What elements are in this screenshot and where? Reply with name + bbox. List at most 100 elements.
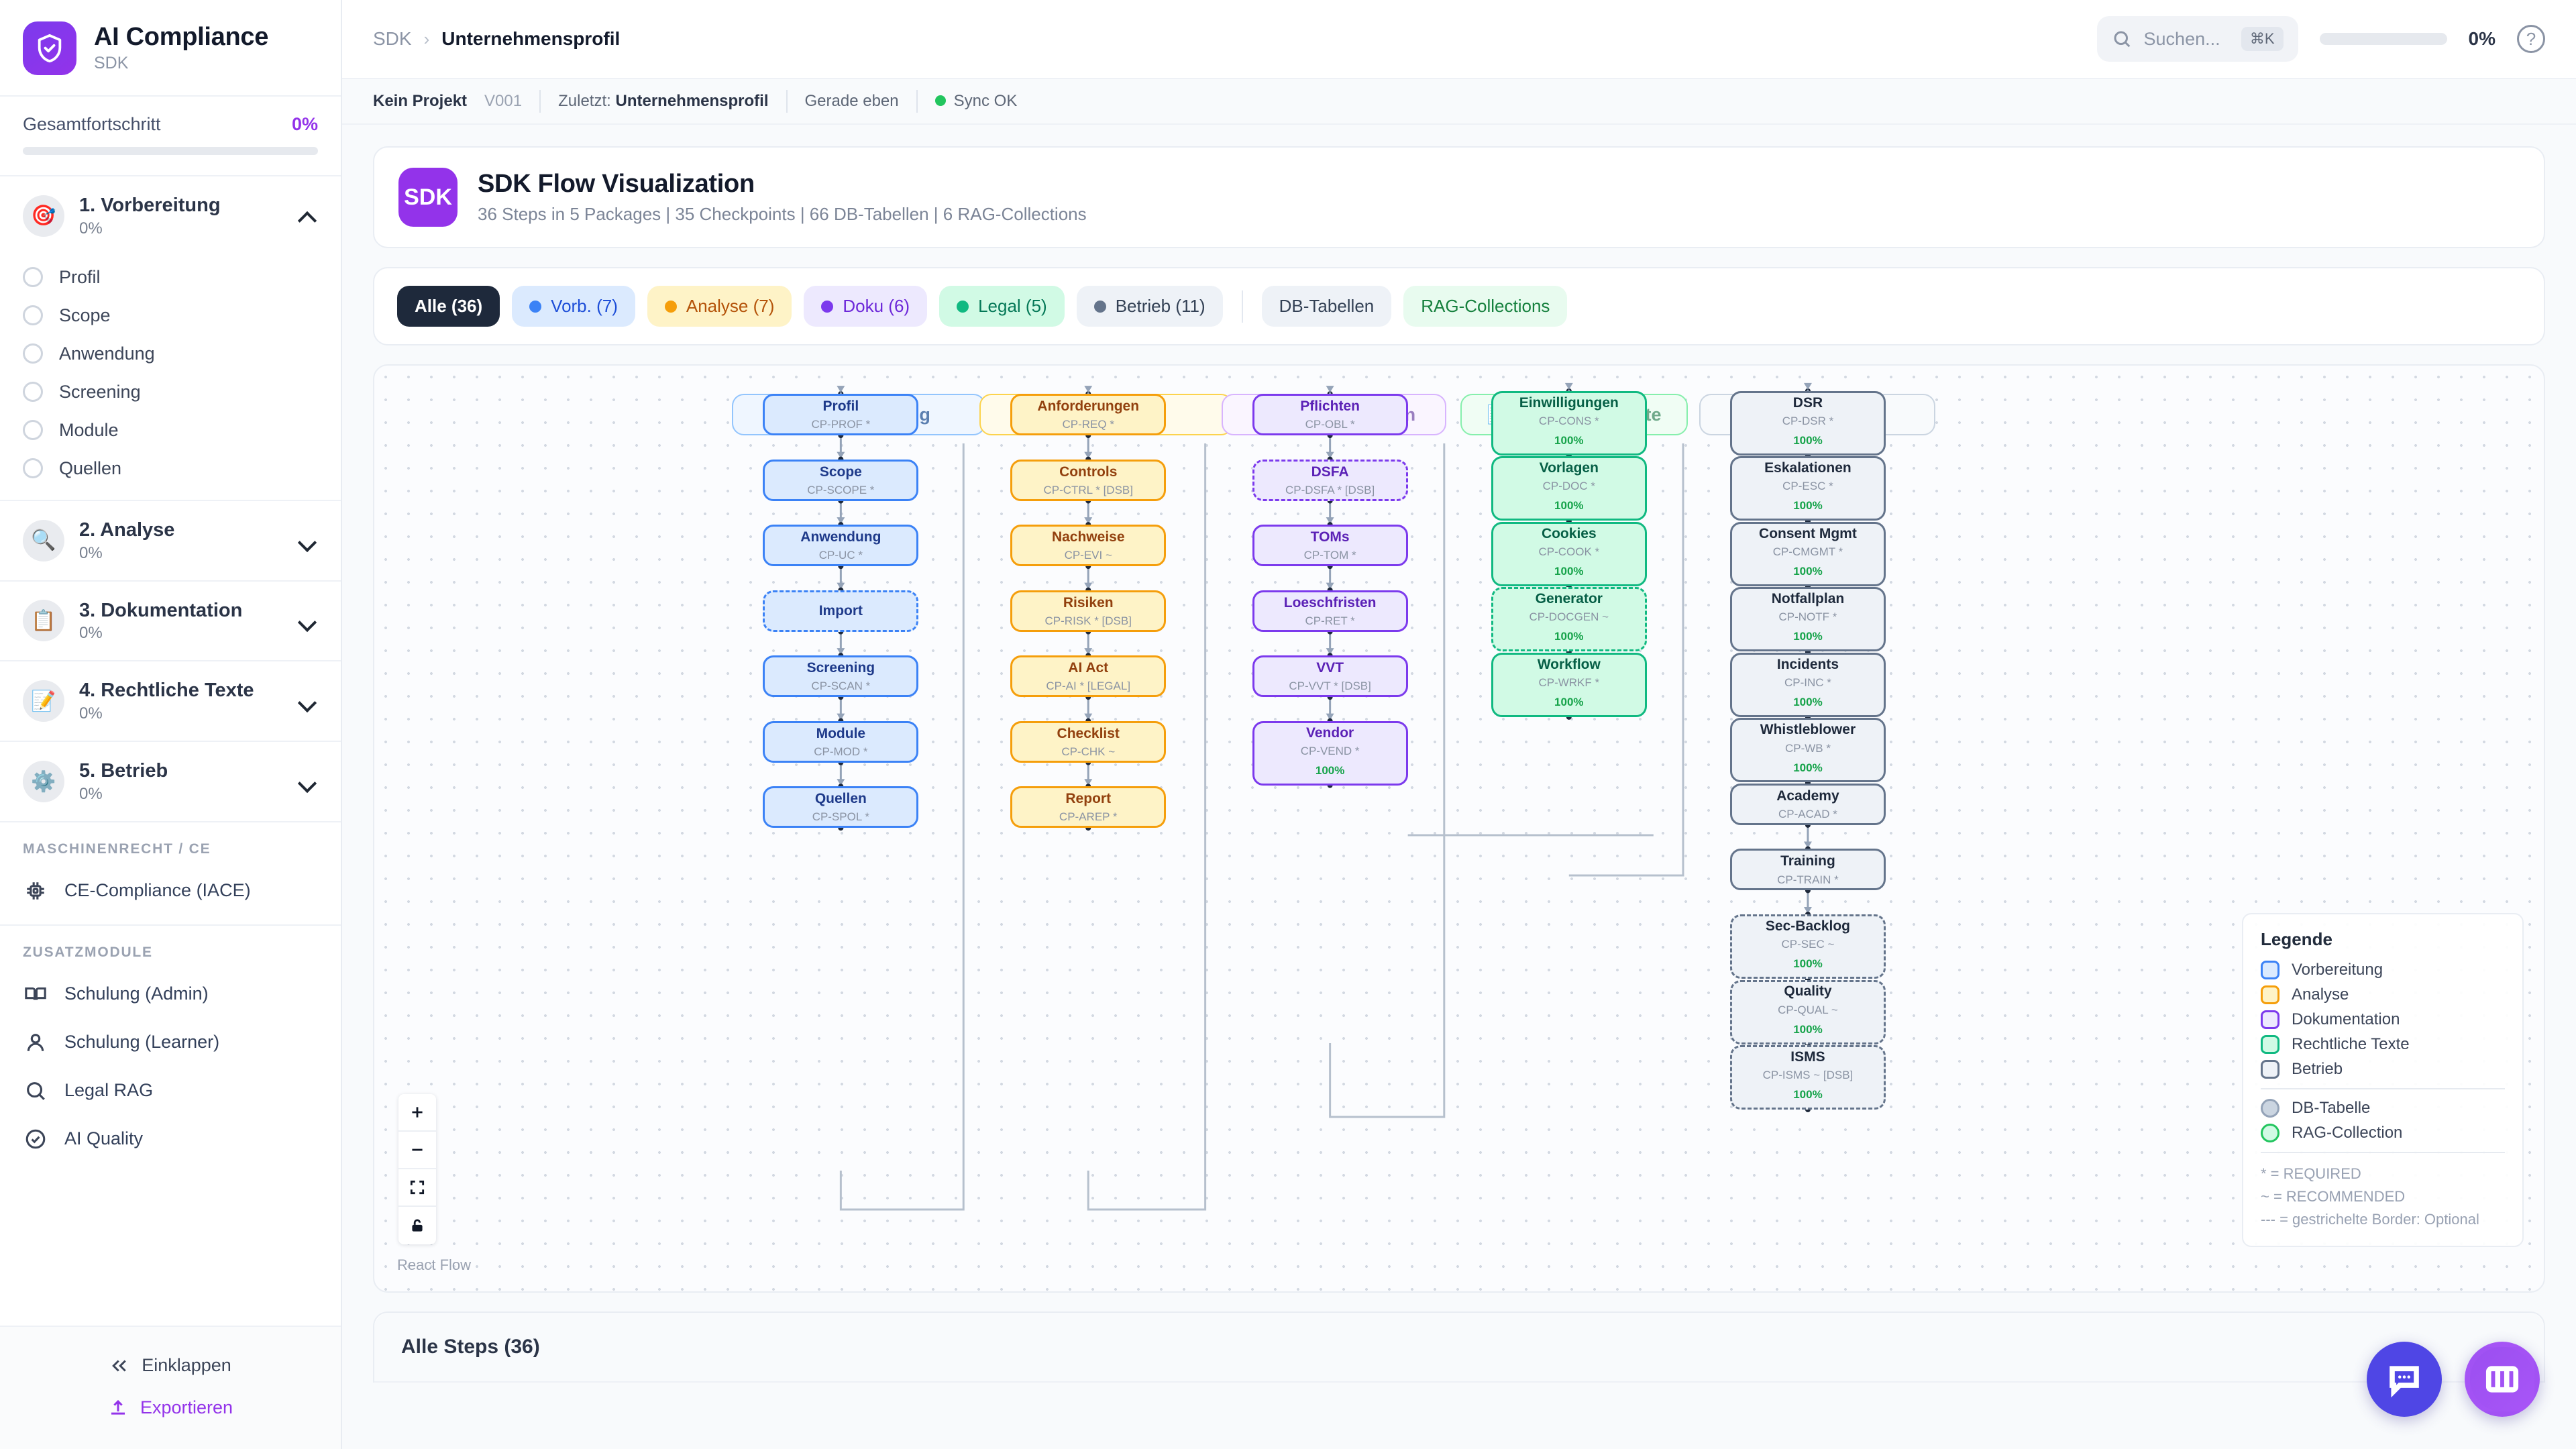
zoom-in-button[interactable] (398, 1094, 436, 1132)
sidebar-step-quellen[interactable]: Quellen (0, 449, 341, 488)
legend-divider (2261, 1151, 2505, 1153)
filter-pill-doku[interactable]: Doku (6) (804, 286, 928, 327)
filter-pill-alle[interactable]: Alle (36) (397, 286, 500, 327)
phase-header-5[interactable]: ⚙️ 5. Betrieb 0% (0, 742, 341, 821)
node-code: CP-DSFA * [DSB] (1285, 483, 1375, 496)
node-progress-value: 100% (1793, 1088, 1823, 1102)
step-radio-icon[interactable] (23, 382, 43, 402)
sidebar-item-schulung-admin[interactable]: Schulung (Admin) (0, 970, 341, 1018)
sidebar-step-module[interactable]: Module (0, 411, 341, 449)
sidebar-item-legal-rag[interactable]: Legal RAG (0, 1067, 341, 1115)
node-title: Anforderungen (1037, 398, 1140, 414)
panel-fab[interactable] (2465, 1342, 2540, 1417)
node-title: Loeschfristen (1283, 594, 1377, 610)
sidebar-item-ce-compliance[interactable]: CE-Compliance (IACE) (0, 867, 341, 915)
step-radio-icon[interactable] (23, 458, 43, 479)
node-progress-value: 100% (1793, 957, 1823, 971)
chat-fab[interactable] (2367, 1342, 2442, 1417)
filter-divider (1241, 290, 1243, 323)
search-input[interactable]: Suchen... ⌘K (2096, 16, 2298, 62)
export-button[interactable]: Exportieren (0, 1387, 341, 1429)
node-code: CP-DOC * (1542, 480, 1595, 493)
filter-pill-db-tabellen[interactable]: DB-Tabellen (1261, 286, 1392, 327)
node-code: CP-RET * (1305, 614, 1355, 627)
phase-header-2[interactable]: 🔍 2. Analyse 0% (0, 501, 341, 580)
sidebar-item-schulung-learner[interactable]: Schulung (Learner) (0, 1018, 341, 1067)
node-progress-value: 100% (1793, 1022, 1823, 1036)
sidebar-step-profil[interactable]: Profil (0, 258, 341, 297)
sidebar: AI Compliance SDK Gesamtfortschritt 0% 🎯… (0, 0, 342, 1449)
breadcrumb-root[interactable]: SDK (373, 28, 412, 49)
step-radio-icon[interactable] (23, 420, 43, 441)
filter-pill-vorb[interactable]: Vorb. (7) (512, 286, 635, 327)
phase-header-3[interactable]: 📋 3. Dokumentation 0% (0, 582, 341, 661)
filter-pill-legal[interactable]: Legal (5) (939, 286, 1065, 327)
phase-emoji-icon: 📝 (23, 680, 64, 722)
zoom-out-button[interactable] (398, 1132, 436, 1169)
filter-pill-analyse[interactable]: Analyse (7) (647, 286, 792, 327)
step-radio-icon[interactable] (23, 343, 43, 364)
phase-header-1[interactable]: 🎯 1. Vorbereitung 0% (0, 176, 341, 256)
filter-pill-betrieb[interactable]: Betrieb (11) (1076, 286, 1223, 327)
chevron-down-icon[interactable] (298, 775, 318, 788)
brand-header[interactable]: AI Compliance SDK (0, 0, 341, 97)
chevron-down-icon[interactable] (298, 535, 318, 547)
step-radio-icon[interactable] (23, 267, 43, 288)
lock-button[interactable] (398, 1207, 436, 1244)
sidebar-step-scope[interactable]: Scope (0, 297, 341, 335)
sidebar-step-anwendung[interactable]: Anwendung (0, 335, 341, 373)
filter-pill-rag-collections[interactable]: RAG-Collections (1403, 286, 1568, 327)
react-flow-attribution[interactable]: React Flow (397, 1256, 472, 1273)
chevron-down-icon[interactable] (298, 614, 318, 627)
help-icon[interactable]: ? (2517, 25, 2545, 53)
fit-view-button[interactable] (398, 1169, 436, 1207)
step-radio-icon[interactable] (23, 305, 43, 326)
chevron-up-icon[interactable] (298, 210, 318, 222)
node-title: Controls (1059, 464, 1118, 480)
flow-node-import[interactable]: Import (763, 590, 919, 632)
flow-canvas[interactable]: 🎯Vorbereitung🔍Analyse📋Dokumentation📝Rech… (373, 364, 2545, 1293)
node-code: CP-CMGMT * (1772, 545, 1843, 558)
collapse-sidebar-button[interactable]: Einklappen (0, 1344, 341, 1387)
phase-header-4[interactable]: 📝 4. Rechtliche Texte 0% (0, 661, 341, 741)
metabar-divider (916, 90, 918, 113)
sidebar-item-ai-quality[interactable]: AI Quality (0, 1115, 341, 1163)
sidebar-step-screening[interactable]: Screening (0, 373, 341, 411)
chevron-down-icon[interactable] (298, 695, 318, 707)
